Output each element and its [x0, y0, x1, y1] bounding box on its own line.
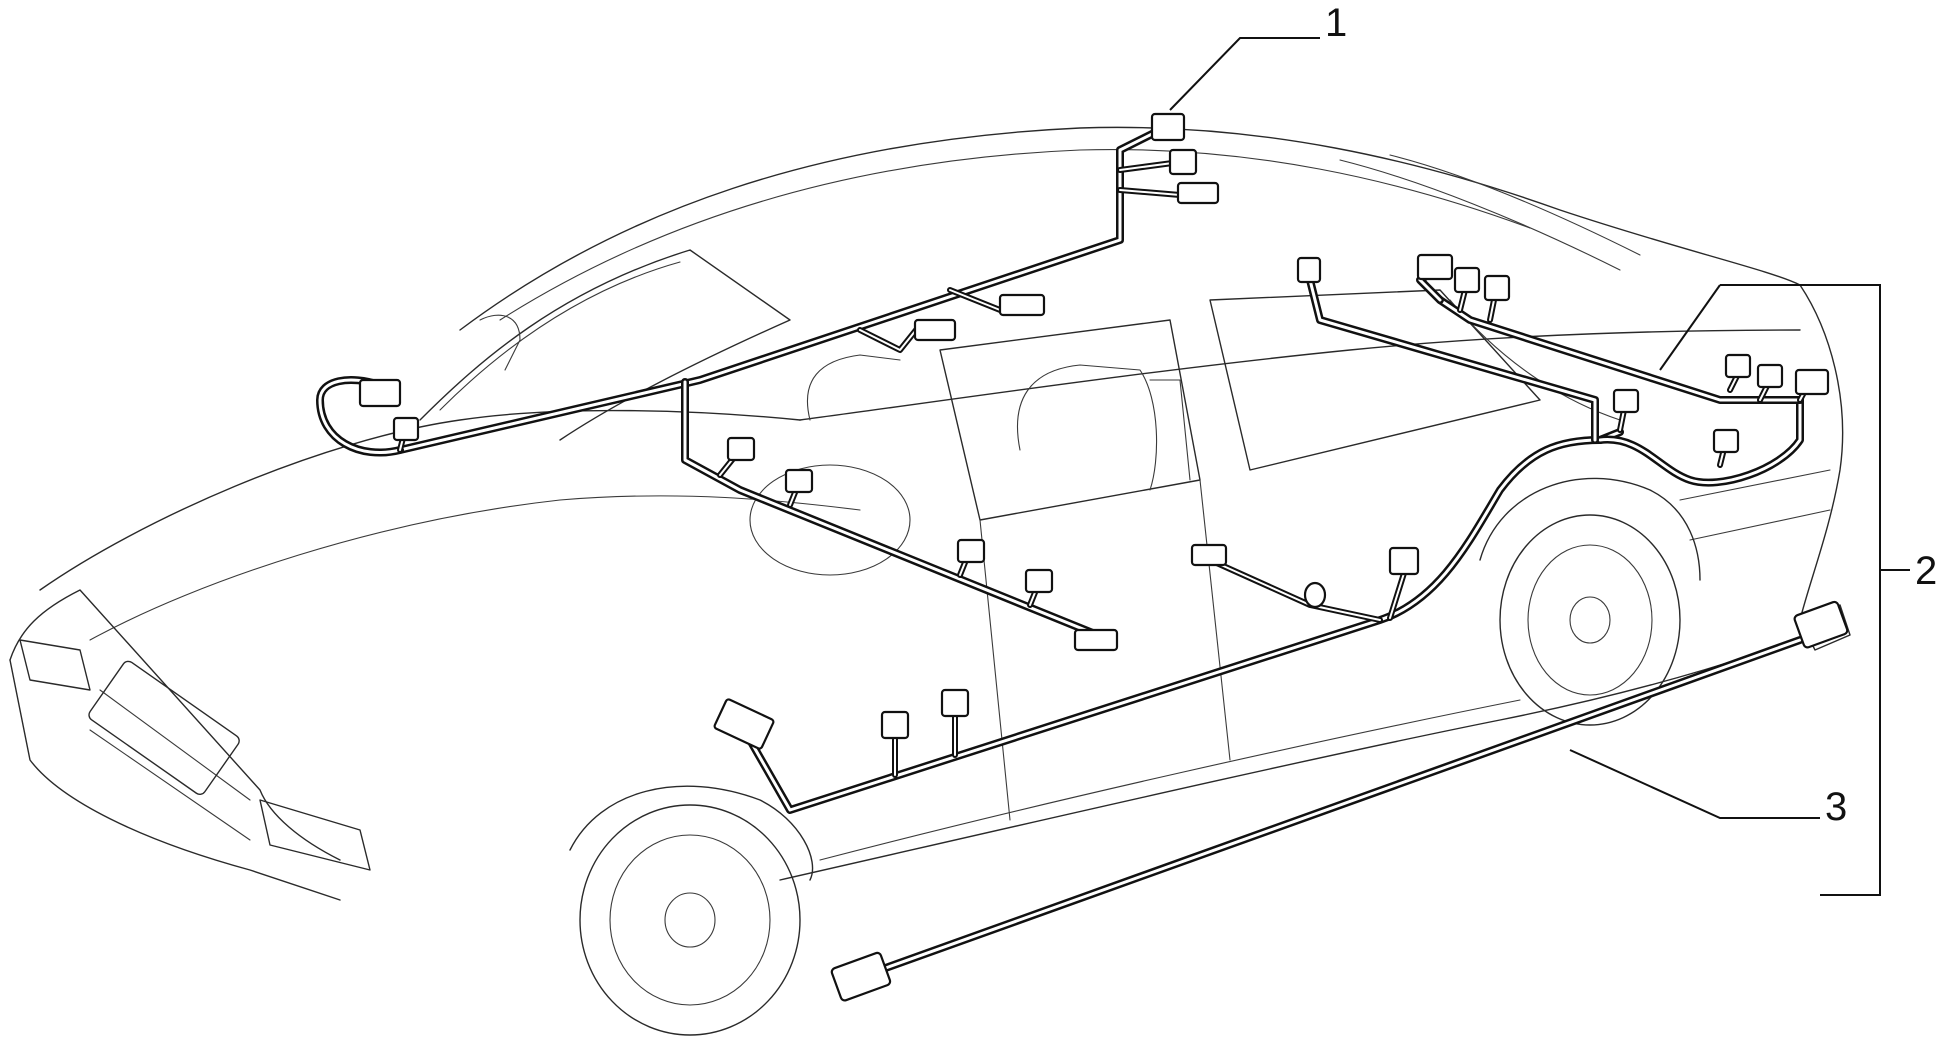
callout-label-3: 3: [1825, 785, 1847, 829]
harness-2: [713, 253, 1830, 814]
connector: [1168, 148, 1198, 176]
connector: [358, 378, 402, 408]
harness-3: [830, 600, 1851, 1002]
connector: [1073, 628, 1119, 652]
connector: [1190, 543, 1228, 567]
connector: [998, 293, 1046, 317]
connector: [913, 318, 957, 342]
connector: [713, 698, 775, 750]
callout-label-1: 1: [1325, 1, 1347, 45]
harness-1: [316, 112, 1220, 652]
connector: [1024, 568, 1054, 594]
leader-line-2-tick: [1659, 284, 1721, 371]
connector: [1483, 274, 1511, 302]
connector: [1453, 266, 1481, 294]
callout-label-2: 2: [1915, 549, 1937, 593]
connector: [1794, 368, 1830, 396]
grommet: [1303, 581, 1327, 609]
connector: [1793, 600, 1849, 649]
connector: [1612, 388, 1640, 414]
connector: [784, 468, 814, 494]
rear-wheel: [1479, 477, 1701, 726]
car-body-outline: [9, 126, 1844, 1036]
connector: [1724, 353, 1752, 379]
connector: [726, 436, 756, 462]
callout-1-group: 1: [1169, 1, 1347, 111]
connector: [830, 951, 892, 1002]
front-wheel: [569, 785, 814, 1036]
bracket-2: [1720, 284, 1881, 896]
connector: [1416, 253, 1454, 281]
connector: [392, 416, 420, 442]
callout-3-group: 3: [1569, 749, 1847, 829]
connector: [1176, 181, 1220, 205]
connector: [1296, 256, 1322, 284]
connector: [1388, 546, 1420, 576]
leader-line-3: [1569, 749, 1820, 819]
connector: [1712, 428, 1740, 454]
connector: [1756, 363, 1784, 389]
connector: [956, 538, 986, 564]
callout-2-group: 2: [1659, 284, 1937, 896]
connector: [880, 710, 910, 740]
leader-line-1: [1169, 37, 1320, 111]
connector: [940, 688, 970, 718]
connector: [1150, 112, 1186, 142]
